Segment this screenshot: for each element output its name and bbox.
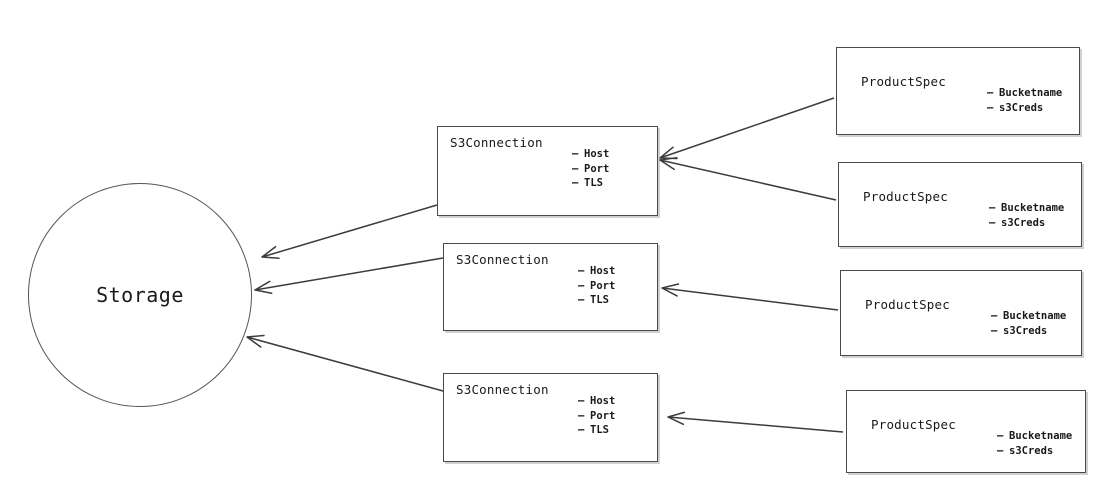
s3connection-node-attribute-list: –Host–Port–TLS	[578, 394, 615, 438]
s3connection-node-2[interactable]: S3Connection–Host–Port–TLS	[443, 243, 658, 331]
bullet-dash-icon: –	[991, 324, 998, 337]
s3connection-node-attribute: –Host	[578, 264, 615, 279]
productspec-node-2[interactable]: ProductSpec–Bucketname–s3Creds	[838, 162, 1082, 247]
productspec-node-title: ProductSpec	[865, 297, 950, 312]
bullet-dash-icon: –	[987, 87, 994, 99]
s3connection-node-attribute-label: Host	[590, 395, 616, 407]
s3connection-node-attribute-label: Host	[590, 265, 616, 277]
productspec-node-attribute-label: s3Creds	[1009, 444, 1054, 457]
productspec-node-attribute: –Bucketname	[989, 201, 1064, 216]
s3connection-node-3[interactable]: S3Connection–Host–Port–TLS	[443, 373, 658, 462]
productspec-node-title: ProductSpec	[863, 189, 948, 204]
productspec-node-attribute-label: Bucketname	[1009, 430, 1073, 442]
productspec-node-attribute: –Bucketname	[997, 429, 1072, 444]
productspec-node-attribute-label: Bucketname	[1003, 310, 1067, 322]
s3connection-node-attribute: –Port	[572, 162, 609, 177]
productspec-node-title: ProductSpec	[871, 417, 956, 432]
productspec-node-attribute: –s3Creds	[997, 444, 1072, 459]
productspec-node-attribute-label: s3Creds	[999, 101, 1044, 114]
bullet-dash-icon: –	[989, 216, 996, 229]
s3connection-node-attribute-list: –Host–Port–TLS	[572, 147, 609, 191]
productspec-node-attribute-list: –Bucketname–s3Creds	[997, 429, 1072, 458]
storage-node-label: Storage	[96, 283, 184, 307]
edge-spec3-to-conn2	[661, 287, 839, 311]
arrowhead-spec1-to-conn1	[659, 146, 678, 160]
s3connection-node-attribute-label: Port	[590, 279, 616, 292]
bullet-dash-icon: –	[991, 310, 998, 322]
s3connection-node-attribute: –TLS	[578, 293, 615, 308]
s3connection-node-title: S3Connection	[456, 252, 549, 267]
productspec-node-attribute: –Bucketname	[987, 86, 1062, 101]
edge-conn2-to-storage	[254, 257, 444, 291]
bullet-dash-icon: –	[572, 162, 579, 175]
bullet-dash-icon: –	[987, 101, 994, 114]
productspec-node-attribute-list: –Bucketname–s3Creds	[989, 201, 1064, 230]
s3connection-node-attribute: –Host	[578, 394, 615, 409]
s3connection-node-1[interactable]: S3Connection–Host–Port–TLS	[437, 126, 658, 216]
s3connection-node-attribute-label: TLS	[590, 424, 609, 436]
s3connection-node-attribute-label: TLS	[590, 294, 609, 306]
s3connection-node-attribute: –Host	[572, 147, 609, 162]
productspec-node-attribute: –s3Creds	[991, 324, 1066, 339]
s3connection-node-attribute-list: –Host–Port–TLS	[578, 264, 615, 308]
bullet-dash-icon: –	[578, 424, 585, 436]
bullet-dash-icon: –	[572, 148, 579, 160]
productspec-node-attribute-label: s3Creds	[1001, 216, 1046, 229]
arrowhead-spec2-to-conn1	[659, 156, 678, 171]
edge-spec1-to-conn1	[659, 97, 835, 159]
productspec-node-attribute: –Bucketname	[991, 309, 1066, 324]
bullet-dash-icon: –	[572, 177, 579, 189]
edge-conn1-to-storage	[261, 204, 438, 258]
s3connection-node-attribute-label: Port	[584, 162, 610, 175]
productspec-node-1[interactable]: ProductSpec–Bucketname–s3Creds	[836, 47, 1080, 135]
productspec-node-attribute: –s3Creds	[989, 216, 1064, 231]
bullet-dash-icon: –	[578, 395, 585, 407]
edge-spec4-to-conn3	[667, 416, 844, 433]
arrowhead-spec3-to-conn2	[661, 283, 680, 297]
bullet-dash-icon: –	[578, 409, 585, 422]
bullet-dash-icon: –	[997, 444, 1004, 457]
edge-spec2-to-conn1	[659, 159, 837, 201]
productspec-node-attribute-label: Bucketname	[1001, 202, 1065, 214]
bullet-dash-icon: –	[578, 294, 585, 306]
arrowhead-conn1-to-storage	[261, 245, 280, 259]
productspec-node-attribute-list: –Bucketname–s3Creds	[991, 309, 1066, 338]
s3connection-node-attribute: –TLS	[578, 423, 615, 438]
productspec-node-4[interactable]: ProductSpec–Bucketname–s3Creds	[846, 390, 1086, 473]
s3connection-node-attribute: –Port	[578, 409, 615, 424]
arrowhead-conn2-to-storage	[254, 280, 273, 294]
productspec-node-title: ProductSpec	[861, 74, 946, 89]
s3connection-node-attribute-label: TLS	[584, 177, 603, 189]
storage-node[interactable]: Storage	[28, 183, 252, 407]
bullet-dash-icon: –	[578, 279, 585, 292]
productspec-node-attribute-list: –Bucketname–s3Creds	[987, 86, 1062, 115]
bullet-dash-icon: –	[578, 265, 585, 277]
bullet-dash-icon: –	[997, 430, 1004, 442]
s3connection-node-title: S3Connection	[456, 382, 549, 397]
s3connection-node-attribute-label: Port	[590, 409, 616, 422]
edge-conn3-to-storage	[246, 336, 444, 392]
productspec-node-3[interactable]: ProductSpec–Bucketname–s3Creds	[840, 270, 1082, 356]
productspec-node-attribute-label: Bucketname	[999, 87, 1063, 99]
s3connection-node-title: S3Connection	[450, 135, 543, 150]
s3connection-node-attribute: –TLS	[572, 176, 609, 191]
s3connection-node-attribute: –Port	[578, 279, 615, 294]
productspec-node-attribute: –s3Creds	[987, 101, 1062, 116]
productspec-node-attribute-label: s3Creds	[1003, 324, 1048, 337]
arrowhead-spec4-to-conn3	[667, 411, 686, 426]
bullet-dash-icon: –	[989, 202, 996, 214]
arrowhead-conn3-to-storage	[246, 334, 265, 348]
s3connection-node-attribute-label: Host	[584, 148, 610, 160]
